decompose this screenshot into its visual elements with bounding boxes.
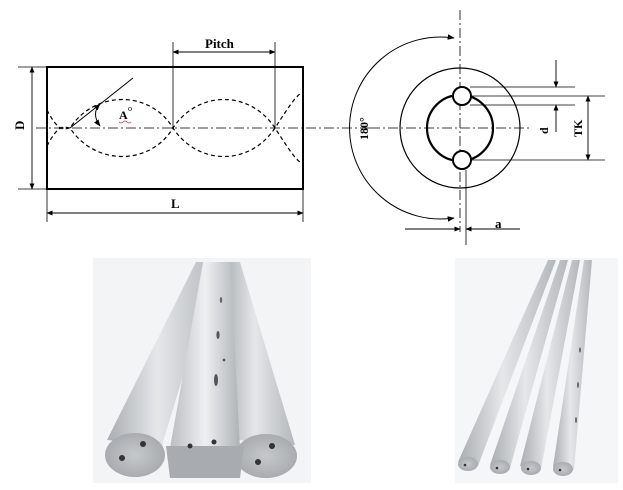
rod-2 [490,260,568,468]
angle-underline [118,120,132,124]
rod-left [107,262,218,445]
rod-4 [553,260,592,470]
coolant-hole-top [452,86,472,106]
angle-label: A [119,108,128,122]
rotation-arc [349,34,455,222]
length-label: L [171,196,180,211]
rod-3 [520,260,580,469]
coolant-hole-bottom [452,150,472,170]
rod-outer-circle [399,67,521,189]
helix-angle-line [69,77,134,129]
rod-center [170,262,240,448]
rod-center-end-face [166,446,244,478]
pitch-label: Pitch [205,36,235,51]
diameter-label: D [12,121,27,130]
offset-label: a [495,216,502,231]
helix-channel-2 [46,98,304,165]
helix-channel-1 [46,91,304,158]
side-view [18,42,370,222]
cross-section-view [349,10,605,245]
bore-label: d [537,127,551,134]
rod-right-end-face [235,434,297,478]
rotation-label: 180° [357,117,371,140]
rod-1 [458,260,556,466]
rod-right [222,262,295,445]
product-photo-set [455,258,618,483]
angle-degree-mark: o [128,104,132,113]
product-photo-closeup [93,258,311,483]
rod-left-end-face [105,433,165,477]
hole-circle-label: TK [571,119,585,137]
angle-arc [93,103,101,127]
